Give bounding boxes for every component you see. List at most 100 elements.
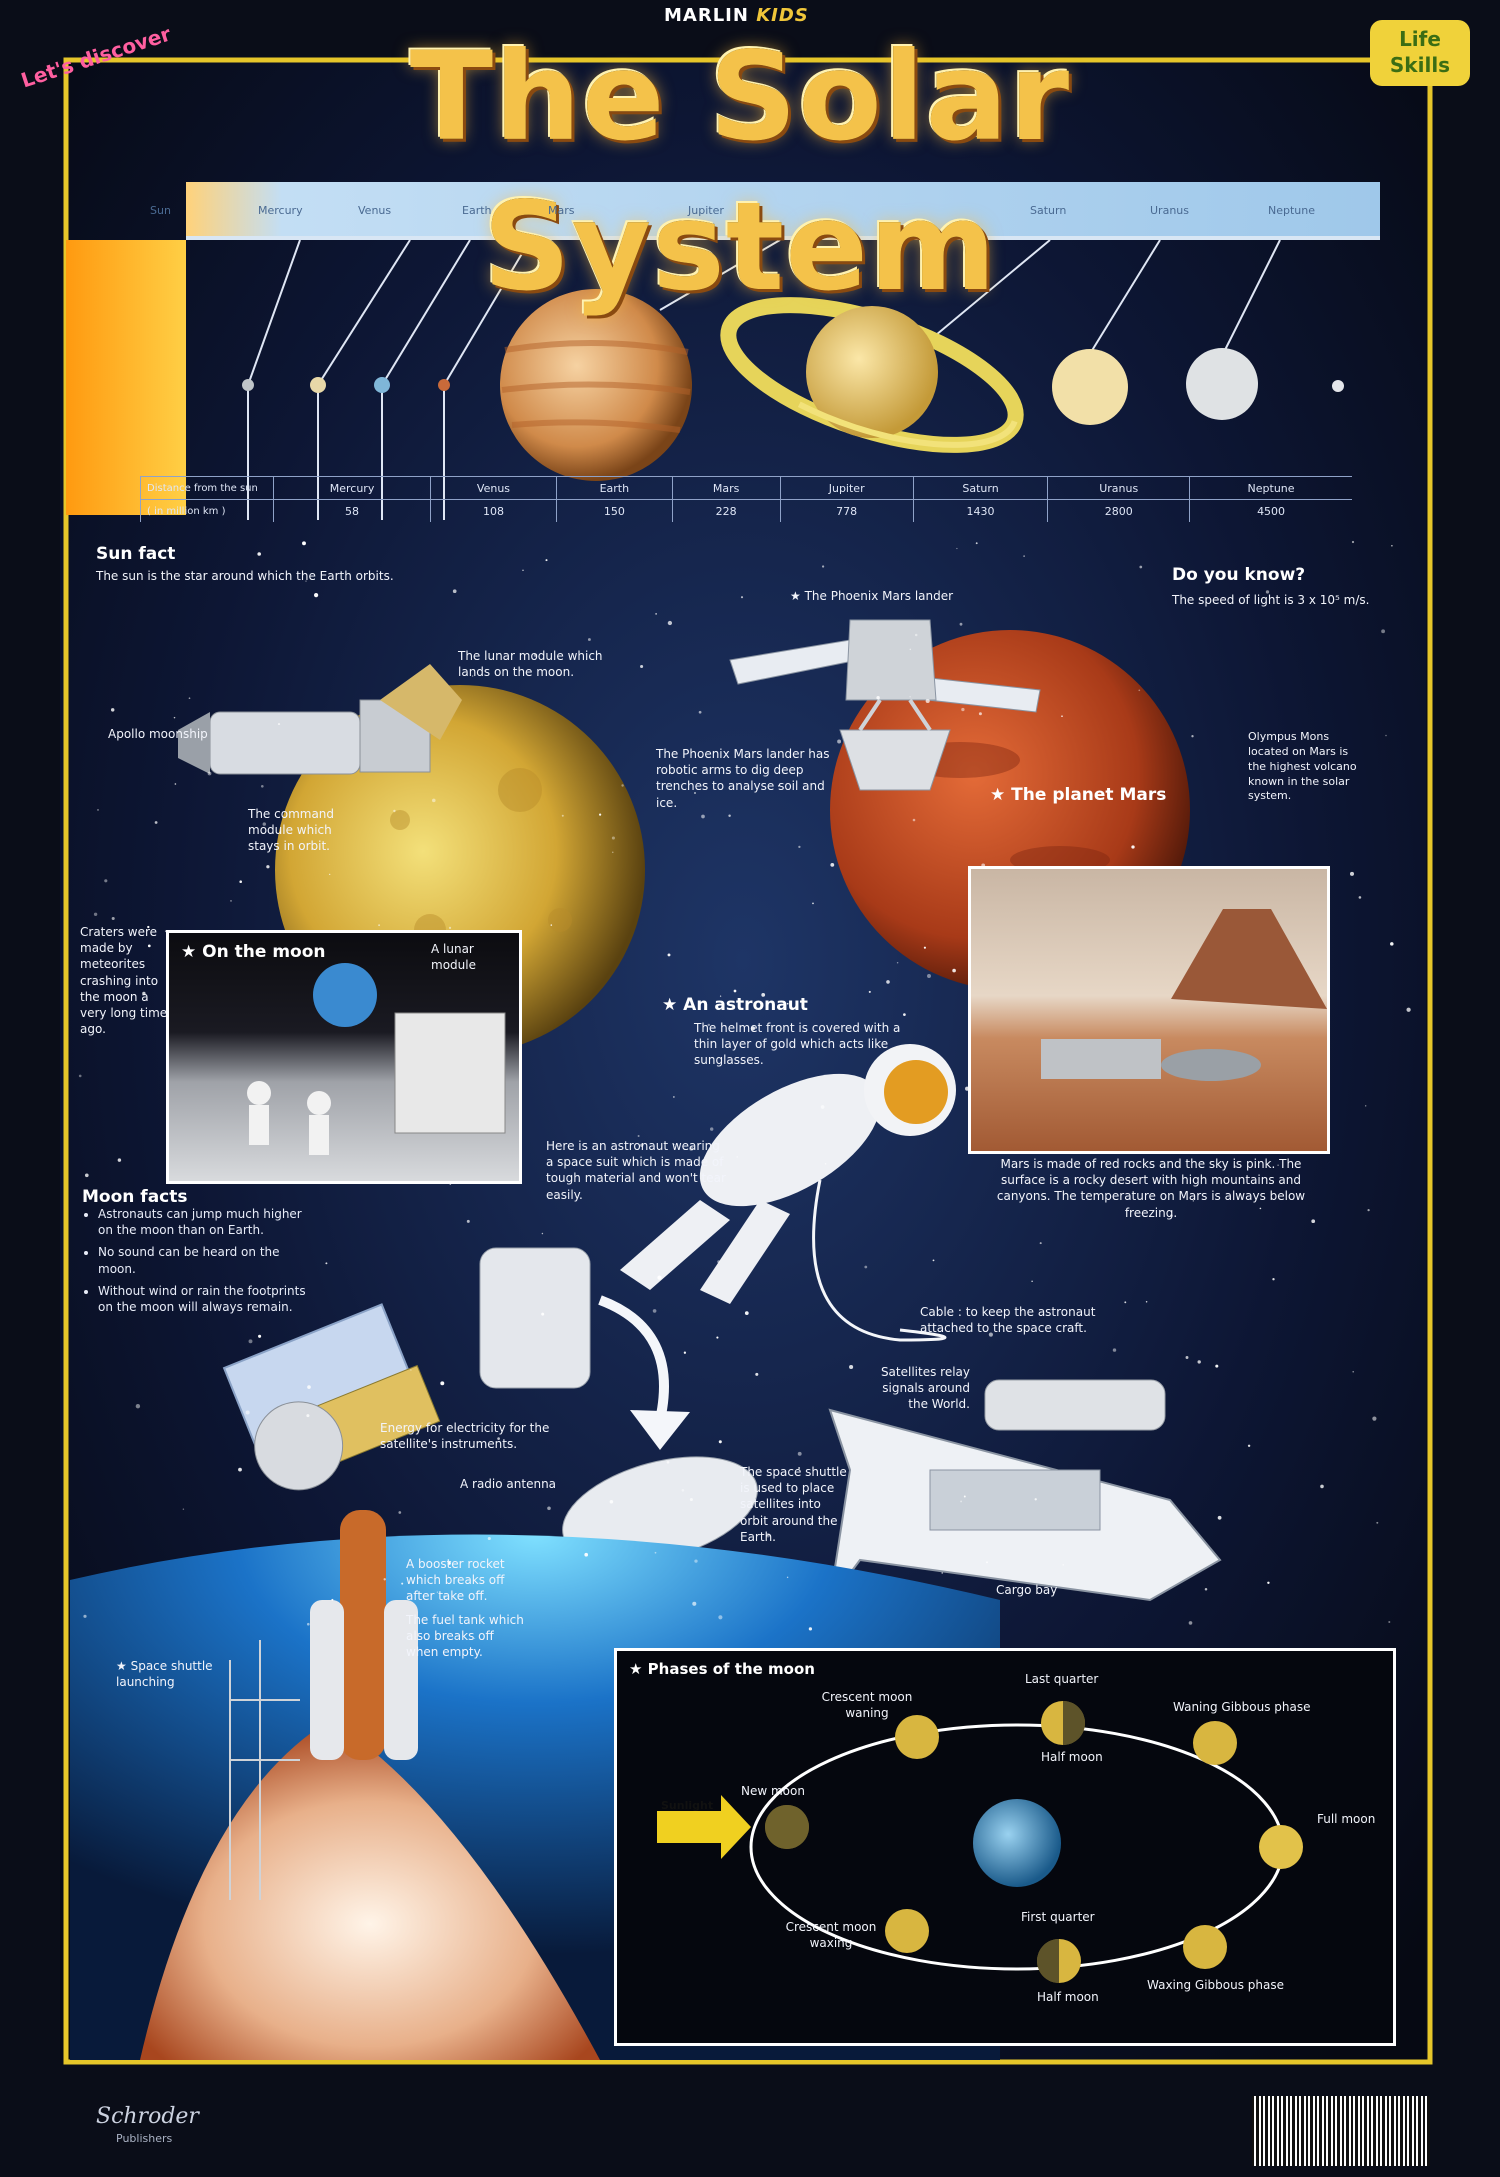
- radio-antenna-label: A radio antenna: [460, 1477, 557, 1491]
- distance-value-earth: 150: [555, 499, 673, 522]
- star: [230, 900, 232, 902]
- star: [927, 974, 931, 978]
- star: [84, 1173, 89, 1178]
- star: [1204, 1588, 1208, 1591]
- crescent-waning-label: Crescent moon waning: [821, 1690, 913, 1721]
- star: [1215, 1364, 1219, 1368]
- star: [260, 784, 264, 788]
- band-label-uranus: Uranus: [1150, 204, 1189, 217]
- star: [1365, 1105, 1367, 1107]
- star: [830, 863, 835, 867]
- star: [777, 785, 780, 787]
- star: [238, 1467, 242, 1472]
- star: [245, 1410, 250, 1415]
- star: [331, 1598, 334, 1601]
- star: [909, 696, 911, 698]
- shuttle-launch-label-text: Space shuttle launching: [116, 1659, 213, 1690]
- distance-value-saturn: 1430: [912, 499, 1048, 522]
- astronaut-heading-text: An astronaut: [683, 995, 808, 1015]
- star: [694, 792, 696, 794]
- waning-gibbous-label: Waning Gibbous phase: [1173, 1700, 1311, 1714]
- star: [207, 771, 212, 776]
- star: [1259, 1207, 1262, 1210]
- star: [410, 1369, 412, 1371]
- poster-title: The Solar System: [409, 26, 1071, 318]
- star: [188, 697, 191, 700]
- moon-fact-item: No sound can be heard on the moon.: [98, 1244, 308, 1276]
- star: [876, 696, 880, 700]
- on-the-moon-heading-text: On the moon: [202, 942, 326, 962]
- mars-description: Mars is made of red rocks and the sky is…: [996, 1157, 1306, 1220]
- star: [587, 638, 591, 641]
- star: [909, 648, 912, 651]
- star: [1124, 1301, 1127, 1304]
- star: [440, 1381, 445, 1386]
- star: [667, 953, 671, 957]
- star: [1376, 1521, 1379, 1524]
- star: [314, 593, 319, 598]
- star: [436, 1591, 439, 1593]
- crescent-waxing-label: Crescent moon waxing: [785, 1920, 877, 1951]
- star: [1061, 715, 1063, 718]
- star: [718, 1440, 722, 1444]
- star: [378, 924, 381, 927]
- star: [1277, 1164, 1279, 1167]
- star: [1139, 565, 1143, 569]
- publisher-name: Schroder: [96, 2104, 199, 2129]
- star: [821, 565, 825, 568]
- star: [692, 1601, 697, 1606]
- mars-surface-photo: [968, 866, 1330, 1154]
- booster-rocket-label: A booster rocket which breaks off after …: [406, 1557, 505, 1604]
- star: [728, 814, 731, 817]
- star: [701, 814, 705, 819]
- star: [914, 633, 918, 637]
- star: [1390, 942, 1394, 946]
- star: [277, 723, 281, 726]
- full-moon-label: Full moon: [1317, 1812, 1376, 1826]
- star: [896, 961, 899, 964]
- star: [716, 1336, 719, 1339]
- star: [611, 836, 615, 840]
- star: [1367, 1208, 1370, 1212]
- star: [808, 1627, 813, 1631]
- distance-value-mars: 228: [671, 499, 781, 522]
- star: [1192, 1200, 1194, 1202]
- star: [1023, 555, 1025, 557]
- star: [305, 580, 307, 582]
- astronaut-heading: ★ An astronaut: [662, 995, 808, 1015]
- distance-planet-uranus: Uranus: [1047, 476, 1190, 500]
- star: [960, 1500, 963, 1503]
- star: [541, 1312, 545, 1316]
- star: [1385, 734, 1387, 737]
- star: [740, 596, 744, 599]
- phoenix-label: ★ The Phoenix Mars lander: [790, 589, 954, 603]
- star: [657, 1275, 662, 1280]
- on-the-moon-heading: ★ On the moon: [181, 942, 326, 962]
- star: [1217, 573, 1220, 575]
- star: [637, 1135, 640, 1137]
- star: [329, 873, 331, 876]
- star: [110, 708, 115, 712]
- planet-mars-label: ★ The planet Mars: [990, 785, 1167, 805]
- star: [689, 1146, 694, 1151]
- star: [719, 995, 722, 997]
- spacesuit-label: Here is an astronaut wearing a space sui…: [546, 1139, 726, 1202]
- star: [667, 620, 673, 626]
- distance-planet-earth: Earth: [555, 476, 673, 500]
- star: [306, 1414, 310, 1418]
- star: [1351, 540, 1355, 544]
- star: [448, 926, 452, 930]
- star: [1320, 1484, 1324, 1489]
- distance-planet-jupiter: Jupiter: [779, 476, 914, 500]
- star: [886, 980, 890, 984]
- star: [547, 1506, 551, 1511]
- publisher-sub: Publishers: [116, 2132, 173, 2145]
- star: [652, 1309, 657, 1313]
- brand-kids: KIDS: [756, 5, 809, 26]
- sunlight-label: Sunlight: [661, 1799, 714, 1812]
- star: [154, 821, 158, 824]
- phases-of-the-moon-panel: ★ Phases of the moon Sunlight New moon C…: [614, 1648, 1396, 2046]
- star: [487, 1536, 491, 1541]
